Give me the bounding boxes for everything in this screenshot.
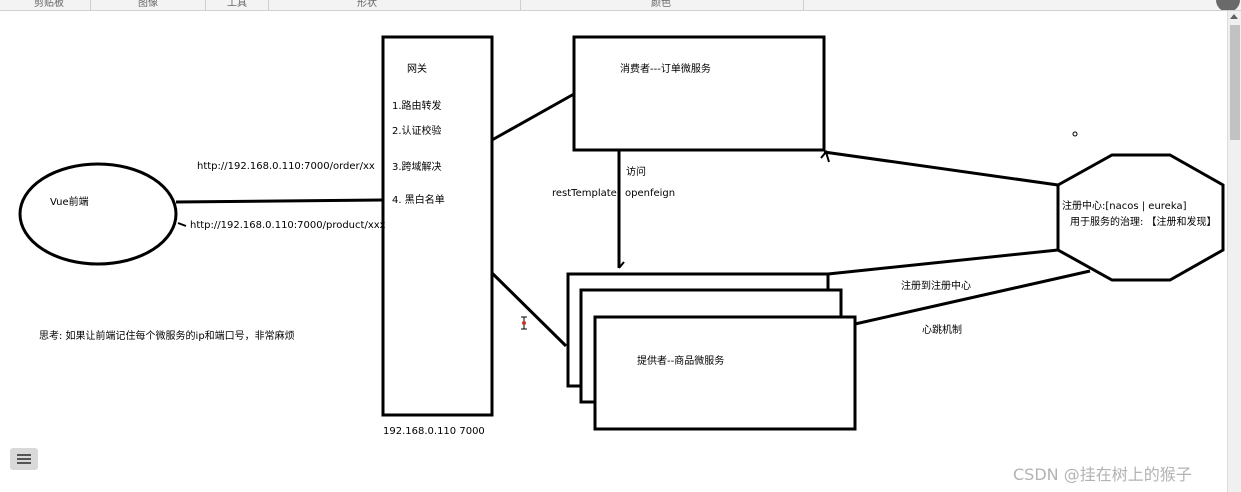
registry-label-line1: 注册中心:[nacos | eureka] [1062,199,1187,212]
arrowhead-consumer [820,149,830,163]
ribbon-group-clipboard[interactable]: 剪贴板 [34,0,64,9]
arrowhead-frontend [177,222,187,227]
heartbeat-label: 心跳机制 [922,323,962,336]
menu-list-icon [17,454,31,456]
gateway-item: 4. 黑白名单 [392,193,445,206]
dot-mark [1072,131,1078,137]
csdn-watermark: CSDN @挂在树上的猴子 [1013,465,1192,484]
ribbon-divider [90,0,91,10]
ribbon-group-image[interactable]: 图像 [138,0,158,9]
ribbon-divider [520,0,521,10]
gateway-item: 2.认证校验 [392,124,442,137]
thought-note: 思考: 如果让前端记住每个微服务的ip和端口号，非常麻烦 [39,329,295,342]
frontend-to-gateway-line [175,198,384,204]
rest-template-label: restTemplate [552,188,617,199]
scrollbar-thumb[interactable] [1230,25,1240,140]
gateway-address: 192.168.0.110 7000 [383,426,485,437]
gateway-to-consumer-line [491,92,575,142]
ribbon-group-shapes[interactable]: 形状 [357,0,377,9]
gateway-to-provider-line [490,271,568,348]
ribbon-divider [205,0,206,10]
gateway-item: 3.跨域解决 [392,160,442,173]
ribbon-divider [268,0,269,10]
gateway-box [381,35,494,417]
url-order-label: http://192.168.0.110:7000/order/xx [197,161,375,172]
access-label: 访问 [626,165,646,178]
arrowhead-provider [618,261,625,269]
openfeign-label: openfeign [625,188,675,199]
gateway-item: 1.路由转发 [392,99,442,112]
consumer-to-registry-line [823,150,1059,187]
architecture-diagram: Vue前端 http://192.168.0.110:7000/order/xx… [18,35,1225,437]
ribbon-divider [803,0,804,10]
registry-hexagon [1056,153,1225,282]
frontend-label: Vue前端 [50,195,89,208]
url-product-label: http://192.168.0.110:7000/product/xxx [190,220,386,231]
paint-ribbon: 剪贴板 图像 工具 形状 颜色 [0,0,1241,11]
provider-box-front [593,315,857,431]
register-label: 注册到注册中心 [901,279,971,292]
cursor-mark [521,316,527,330]
consumer-box [572,35,826,152]
menu-list-icon [17,458,31,460]
ribbon-group-tools[interactable]: 工具 [227,0,247,9]
consumer-label: 消费者---订单微服务 [620,62,711,75]
heartbeat-line [854,269,1091,326]
gateway-title: 网关 [407,62,427,75]
provider-label: 提供者--商品微服务 [637,354,724,367]
menu-list-icon [17,462,31,464]
vue-frontend-ellipse [18,162,178,266]
ribbon-group-colors[interactable]: 颜色 [651,0,671,9]
drawing-canvas[interactable]: Vue前端 http://192.168.0.110:7000/order/xx… [0,11,1226,492]
vertical-scrollbar[interactable] [1227,11,1241,492]
registry-label-line2: 用于服务的治理: 【注册和发现】 [1070,215,1217,228]
scroll-up-arrow-icon[interactable] [1230,14,1238,19]
ribbon-collapse-button[interactable] [1216,0,1240,10]
menu-list-button[interactable] [10,448,38,470]
provider-to-registry-line [827,248,1059,276]
